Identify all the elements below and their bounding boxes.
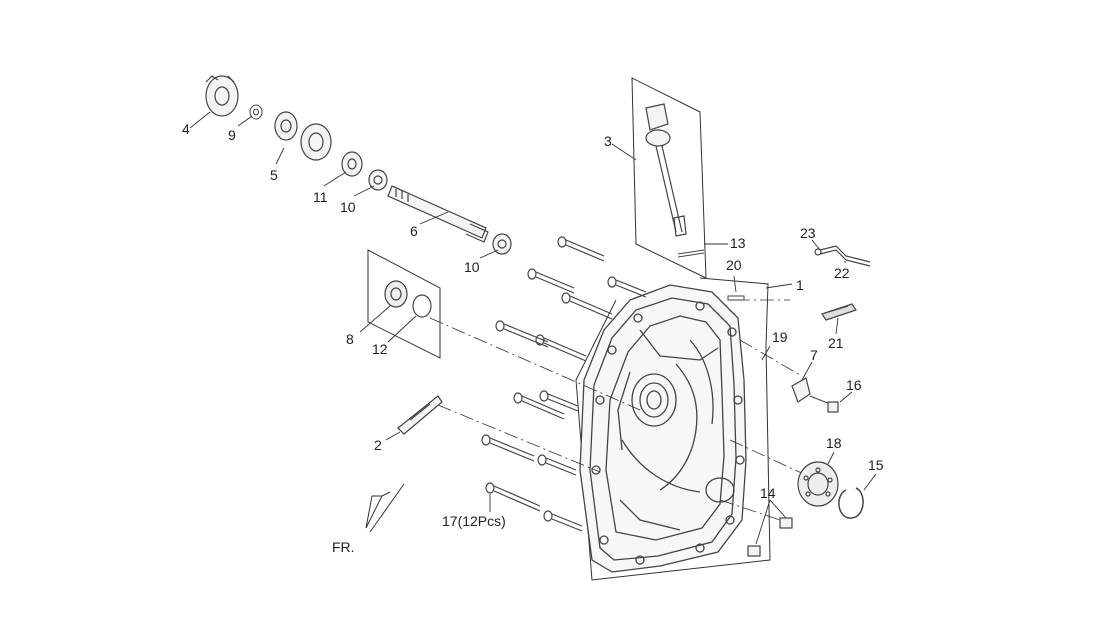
dipstick-group-box <box>631 77 707 279</box>
callout-16: 16 <box>846 377 862 393</box>
bolt <box>561 292 613 320</box>
part-6-shaft <box>387 185 489 243</box>
part-20-plate <box>727 295 745 301</box>
callout-1: 1 <box>796 277 804 293</box>
callout-10-lower: 10 <box>464 259 480 275</box>
callout-13: 13 <box>730 235 746 251</box>
callout-15: 15 <box>868 457 884 473</box>
bolt <box>495 320 549 348</box>
crankcase-cover <box>579 284 747 573</box>
callout-4: 4 <box>182 121 190 137</box>
bolt <box>513 392 565 420</box>
bolt <box>607 276 647 298</box>
bolt <box>537 454 577 476</box>
part-3-dipstick <box>645 103 687 237</box>
callout-6: 6 <box>410 223 418 239</box>
callout-22: 22 <box>834 265 850 281</box>
callout-7: 7 <box>810 347 818 363</box>
part-7-clip <box>791 377 811 403</box>
part-21-screen <box>821 303 857 321</box>
callout-2: 2 <box>374 437 382 453</box>
bolt <box>539 390 579 412</box>
part-16-bolt <box>809 395 839 413</box>
part-2-bracket <box>397 395 443 435</box>
callout-10-upper: 10 <box>340 199 356 215</box>
callout-9: 9 <box>228 127 236 143</box>
oil-seal-group-box <box>367 249 441 359</box>
part-10-bushing <box>368 169 388 191</box>
callout-20: 20 <box>726 257 742 273</box>
part-22-tube <box>814 245 871 267</box>
part-13-pin <box>677 249 705 258</box>
callout-17: 17(12Pcs) <box>442 513 506 529</box>
front-direction-arrow <box>365 483 405 533</box>
part-12-o-ring <box>412 294 432 318</box>
callout-23: 23 <box>800 225 816 241</box>
bolt <box>535 334 587 362</box>
callout-14: 14 <box>760 485 776 501</box>
part-5-bearings <box>274 111 332 161</box>
part-15-circlip <box>838 487 864 519</box>
bolt <box>557 236 605 262</box>
bolt <box>527 268 575 294</box>
part-8-oil-seal <box>384 280 408 308</box>
bolt <box>485 482 541 512</box>
callout-8: 8 <box>346 331 354 347</box>
part-9-washer <box>249 104 263 120</box>
bolt <box>481 434 535 462</box>
bolt <box>543 510 583 532</box>
front-label: FR. <box>332 539 355 555</box>
part-4-flange <box>205 75 239 117</box>
callout-21: 21 <box>828 335 844 351</box>
callout-19: 19 <box>772 329 788 345</box>
callout-11: 11 <box>313 189 328 205</box>
callout-5: 5 <box>270 167 278 183</box>
cover-group-outline <box>575 277 771 581</box>
callout-18: 18 <box>826 435 842 451</box>
part-18-bearing <box>797 461 839 507</box>
callout-3: 3 <box>604 133 612 149</box>
callout-12: 12 <box>372 341 388 357</box>
part-10-bushing-2 <box>492 233 512 255</box>
part-11-bearing <box>341 151 363 177</box>
bolt-set <box>481 236 647 532</box>
